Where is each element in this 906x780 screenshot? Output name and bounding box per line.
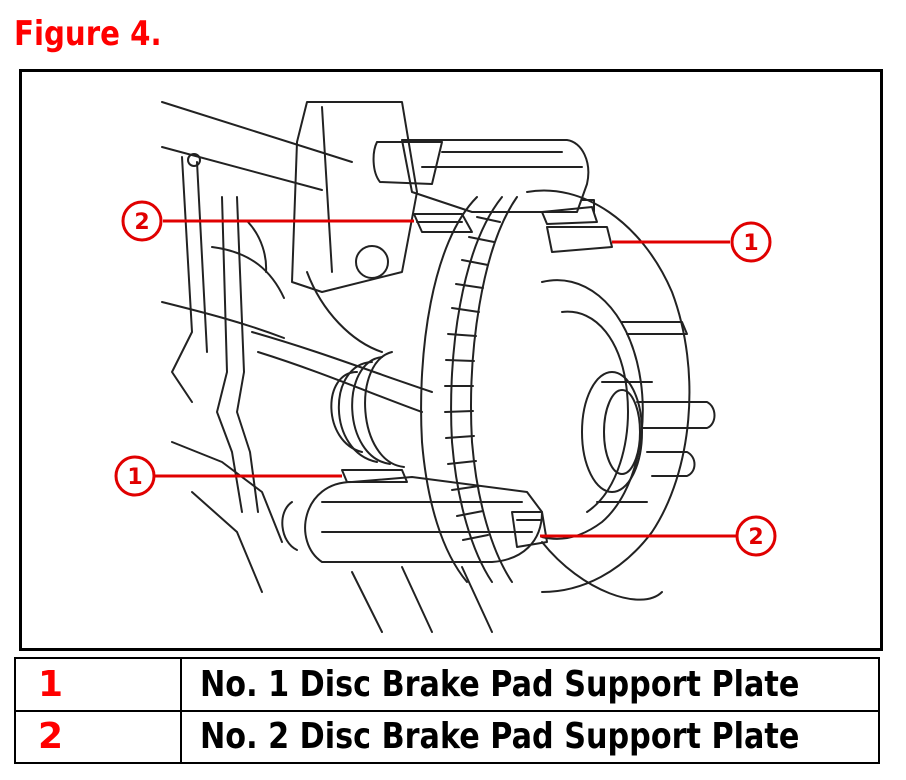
callout-circle-2-lower: [735, 515, 777, 557]
callout-circle-1-lower: [114, 455, 156, 497]
legend-row: 2 No. 2 Disc Brake Pad Support Plate: [14, 709, 880, 764]
legend-description-text: No. 2 Disc Brake Pad Support Plate: [200, 716, 800, 758]
callout-number-2-lower: 2: [748, 525, 763, 550]
callout-number-1-lower: 1: [127, 465, 142, 490]
legend-description: No. 1 Disc Brake Pad Support Plate: [180, 657, 880, 712]
legend-description-text: No. 1 Disc Brake Pad Support Plate: [200, 663, 800, 705]
legend-number: 2: [14, 709, 182, 764]
callout-circle-2-upper: [121, 200, 163, 242]
legend-row: 1 No. 1 Disc Brake Pad Support Plate: [14, 657, 880, 712]
brake-diagram: 2 1 1 2: [19, 69, 883, 651]
legend-number: 1: [14, 657, 182, 712]
figure-title: Figure 4.: [14, 14, 162, 54]
legend-description: No. 2 Disc Brake Pad Support Plate: [180, 709, 880, 764]
callout-number-1-upper: 1: [743, 231, 758, 256]
callout-number-2-upper: 2: [134, 210, 149, 235]
callout-circle-1-upper: [730, 221, 772, 263]
brake-illustration: 2 1 1 2: [114, 101, 777, 633]
legend-table: 1 No. 1 Disc Brake Pad Support Plate 2 N…: [14, 657, 880, 764]
